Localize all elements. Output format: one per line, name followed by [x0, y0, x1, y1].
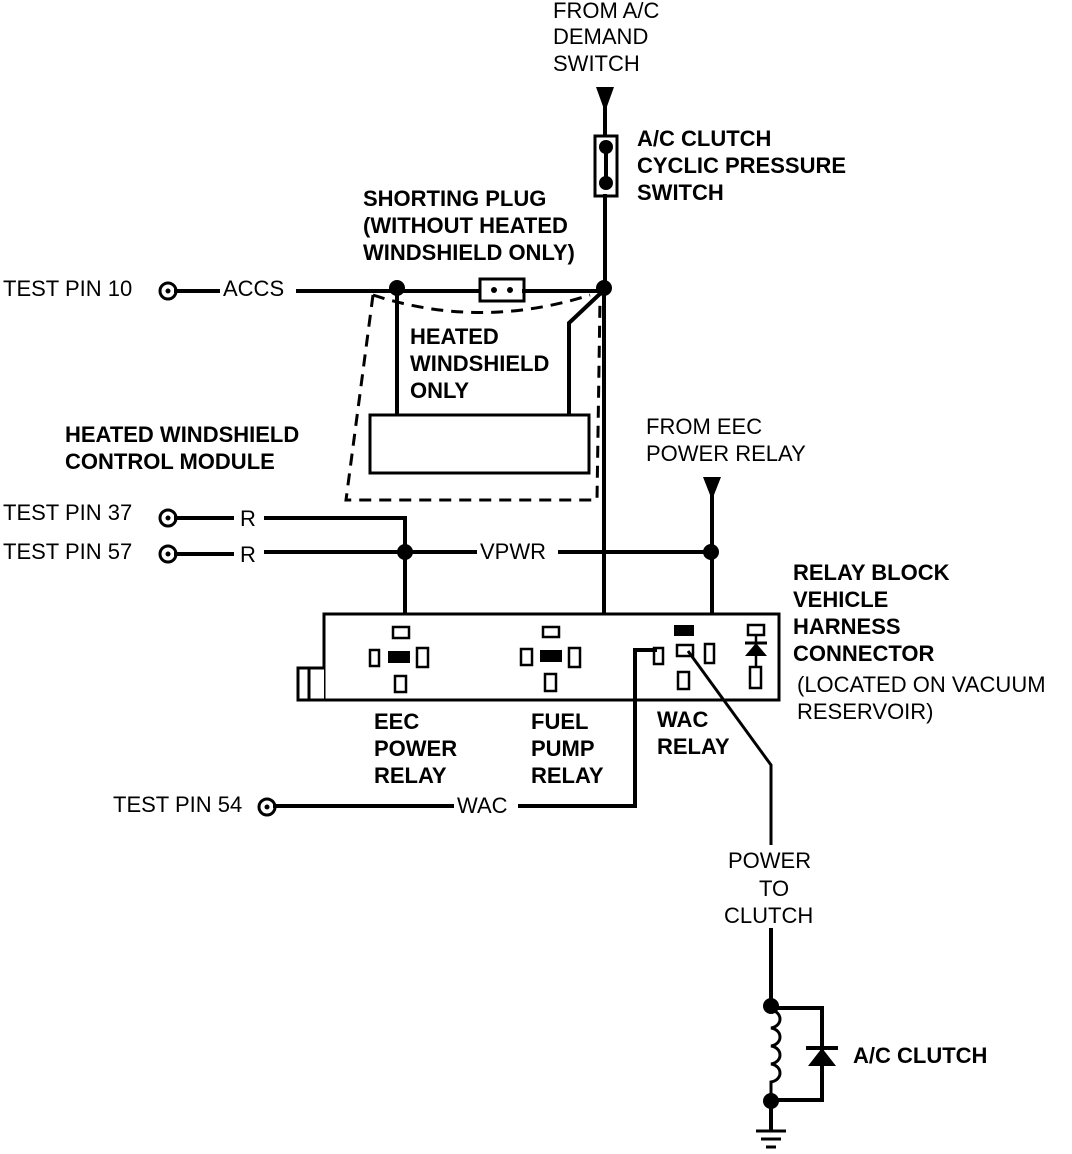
- test-pin-10-label: TEST PIN 10: [3, 276, 132, 301]
- arrow-down-icon: [703, 477, 721, 500]
- heated-windshield-curve: [372, 293, 591, 314]
- vpwr-wire-label: VPWR: [480, 539, 546, 564]
- shorting-plug: [478, 277, 526, 303]
- wac-relay-label-2: RELAY: [657, 734, 730, 759]
- wac-relay-socket: [652, 625, 716, 691]
- wac-relay-label-1: WAC: [657, 707, 708, 732]
- fuel-relay-label-2: PUMP: [531, 736, 595, 761]
- eec-relay-label-1: EEC: [374, 709, 419, 734]
- r37-wire-label: R: [240, 506, 256, 531]
- shorting-plug-label-2: (WITHOUT HEATED: [363, 213, 568, 238]
- cyclic-switch-label-3: SWITCH: [637, 180, 724, 205]
- junction-dot: [703, 544, 719, 560]
- wac-wire-label: WAC: [457, 793, 508, 818]
- diode-icon: [745, 623, 767, 690]
- relay-block-label-1: RELAY BLOCK: [793, 560, 950, 585]
- relay-block-label-2: VEHICLE: [793, 587, 888, 612]
- fuel-pump-relay-socket: [519, 625, 582, 693]
- relay-block-label-3: HARNESS: [793, 614, 901, 639]
- test-pin-10: TEST PIN 10 ACCS: [3, 276, 482, 301]
- hw-module-label-2: CONTROL MODULE: [65, 449, 275, 474]
- heated-only-label-3: ONLY: [410, 378, 469, 403]
- arrow-down-icon: [596, 87, 614, 112]
- eec-relay-label-2: POWER: [374, 736, 457, 761]
- test-pin-37-label: TEST PIN 37: [3, 500, 132, 525]
- power-to-clutch-label-1: POWER: [728, 848, 811, 873]
- ac-demand-switch-feed: FROM A/C DEMAND SWITCH: [553, 0, 659, 140]
- fuel-relay-label-3: RELAY: [531, 763, 604, 788]
- from-eec-label-2: POWER RELAY: [646, 441, 806, 466]
- test-pin-57: TEST PIN 57 R: [3, 539, 477, 567]
- relay-block-connector: [296, 612, 781, 702]
- test-pin-54: TEST PIN 54 WAC: [113, 648, 657, 818]
- accs-wire-label: ACCS: [223, 276, 284, 301]
- clutch-diode-icon: [806, 1046, 838, 1066]
- hw-module-label-1: HEATED WINDSHIELD: [65, 422, 299, 447]
- heated-only-label-2: WINDSHIELD: [410, 351, 549, 376]
- r57-wire-label: R: [240, 542, 256, 567]
- from-eec-label-1: FROM EEC: [646, 414, 762, 439]
- from-ac-demand-label-1: FROM A/C: [553, 0, 659, 23]
- eec-relay-label-3: RELAY: [374, 763, 447, 788]
- fuel-relay-label-1: FUEL: [531, 709, 588, 734]
- ground-icon: [756, 1098, 786, 1149]
- test-pin-54-label: TEST PIN 54: [113, 792, 242, 817]
- power-to-clutch-label-2: TO: [759, 876, 789, 901]
- test-pin-57-label: TEST PIN 57: [3, 539, 132, 564]
- from-ac-demand-label-3: SWITCH: [553, 51, 640, 76]
- eec-relay-socket: [368, 625, 430, 694]
- relay-block-note-1: (LOCATED ON VACUUM: [797, 672, 1046, 697]
- ac-clutch-label: A/C CLUTCH: [853, 1043, 987, 1068]
- shorting-plug-label-3: WINDSHIELD ONLY): [363, 240, 575, 265]
- shorting-plug-label-1: SHORTING PLUG: [363, 186, 546, 211]
- relay-block-label-4: CONNECTOR: [793, 641, 934, 666]
- ac-clutch: A/C CLUTCH: [763, 998, 987, 1109]
- cyclic-pressure-switch: A/C CLUTCH CYCLIC PRESSURE SWITCH: [593, 126, 846, 205]
- power-to-clutch-label-3: CLUTCH: [724, 903, 813, 928]
- cyclic-switch-label-1: A/C CLUTCH: [637, 126, 771, 151]
- heated-only-label-1: HEATED: [410, 324, 499, 349]
- heated-windshield-boundary: [344, 294, 602, 502]
- cyclic-switch-label-2: CYCLIC PRESSURE: [637, 153, 846, 178]
- heated-windshield-control-module: [368, 413, 591, 475]
- coil-icon: [769, 1008, 782, 1098]
- relay-block-note-2: RESERVOIR): [797, 699, 934, 724]
- test-pin-37: TEST PIN 37 R: [3, 500, 407, 554]
- from-ac-demand-label-2: DEMAND: [553, 24, 648, 49]
